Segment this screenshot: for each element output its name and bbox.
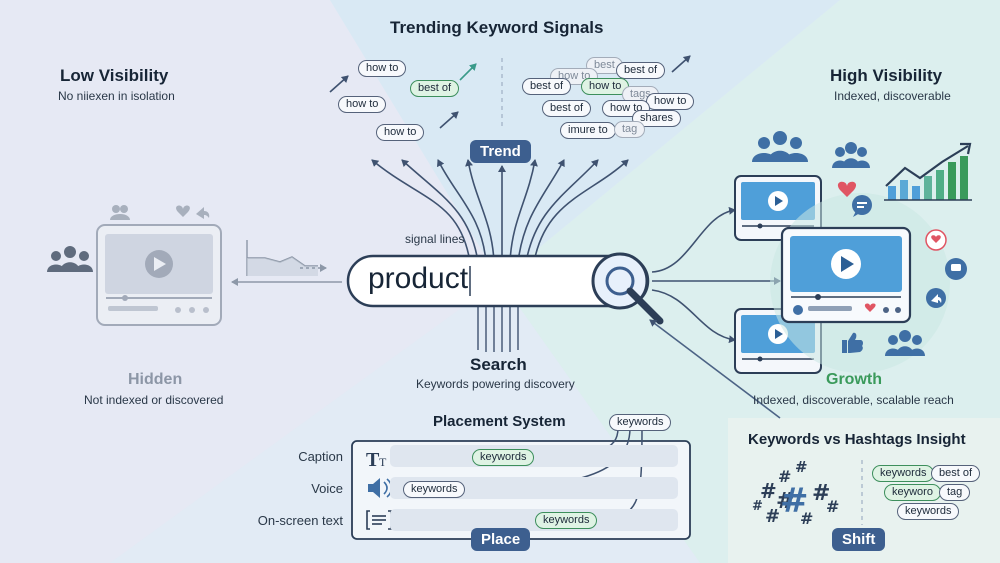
- svg-text:#: #: [760, 479, 777, 503]
- svg-text:#: #: [795, 458, 808, 476]
- caption-row: [390, 445, 678, 467]
- svg-text:T: T: [366, 449, 380, 471]
- svg-text:#: #: [778, 467, 791, 486]
- trend-pill: how to: [376, 124, 425, 141]
- audience-icon-left: [47, 246, 93, 272]
- trend-pill: how to: [581, 78, 630, 95]
- trend-arrows: [329, 55, 691, 129]
- caption-keyword-pill: keywords: [472, 449, 535, 466]
- insight-pill: keywords: [872, 465, 935, 482]
- svg-text:#: #: [780, 481, 809, 521]
- comment-badge-right: [945, 258, 967, 280]
- trend-pill: best of: [410, 80, 460, 97]
- svg-text:#: #: [765, 506, 780, 527]
- insight-pill: tag: [939, 484, 971, 501]
- caption-icon: T T: [366, 449, 387, 471]
- heart-badge-right: [925, 229, 947, 251]
- placement-top-keyword-pill: keywords: [609, 414, 672, 431]
- share-badge-right: [926, 288, 946, 308]
- signal-lines: [371, 159, 629, 263]
- hidden-sublabel: Not indexed or discovered: [84, 393, 224, 407]
- voice-keyword-pill: keywords: [403, 481, 466, 498]
- trend-pill: how to: [338, 96, 387, 113]
- insight-title: Keywords vs Hashtags Insight: [748, 431, 966, 448]
- trend-pill: how to: [358, 60, 407, 77]
- hashtag-cluster: # # # # # # # # # #: [752, 458, 839, 528]
- trend-pill: best of: [542, 100, 592, 117]
- hidden-label: Hidden: [128, 371, 183, 388]
- hidden-icons: [110, 205, 210, 220]
- trend-pill: tag: [614, 121, 646, 138]
- svg-text:#: #: [812, 481, 830, 506]
- search-query-text[interactable]: product: [368, 262, 469, 295]
- caption-label: Caption: [298, 449, 343, 464]
- shift-badge: Shift: [832, 528, 886, 551]
- onscreen-text-row: [390, 509, 678, 531]
- hidden-mini-chart: [246, 240, 327, 276]
- hidden-video-card: [96, 224, 222, 326]
- place-badge: Place: [471, 528, 531, 551]
- trend-pill: shares: [632, 110, 682, 127]
- svg-text:#: #: [776, 489, 794, 514]
- growth-sublabel: Indexed, discoverable, scalable reach: [753, 393, 954, 407]
- page-title: Trending Keyword Signals: [390, 18, 604, 37]
- insight-pill: best of: [931, 465, 981, 482]
- audience-icon-mid: [832, 142, 870, 168]
- svg-text:#: #: [800, 509, 813, 528]
- heart-icon-top: [837, 181, 857, 197]
- voice-label: Voice: [311, 481, 343, 496]
- trend-pill: best of: [522, 78, 572, 95]
- growth-chart-icon: [884, 142, 972, 201]
- trend-pill: how to: [646, 93, 695, 110]
- svg-text:T: T: [379, 455, 387, 469]
- high-visibility-title: High Visibility: [830, 66, 943, 85]
- placement-title: Placement System: [433, 413, 566, 430]
- svg-text:#: #: [826, 497, 839, 516]
- green-trend-arrow: [459, 63, 477, 81]
- onscreen-text-label: On-screen text: [257, 513, 343, 528]
- trend-region: [330, 0, 840, 280]
- comment-icon-top: [852, 195, 872, 217]
- low-visibility-title: Low Visibility: [60, 66, 169, 85]
- trend-badge: Trend: [470, 140, 531, 163]
- search-title: Search: [470, 355, 527, 374]
- thumbs-up-icon: [842, 332, 863, 353]
- trend-pill: imure to: [560, 122, 616, 139]
- growth-label: Growth: [826, 371, 882, 388]
- share-icon: [196, 207, 210, 219]
- low-visibility-subtitle: No niiexen in isolation: [58, 89, 175, 103]
- growth-arrows: [649, 206, 781, 419]
- heart-icon: [176, 205, 190, 217]
- svg-text:#: #: [752, 499, 763, 514]
- signal-lines-label: signal lines: [405, 232, 465, 246]
- trend-pill: best of: [616, 62, 666, 79]
- high-visibility-subtitle: Indexed, discoverable: [834, 89, 951, 103]
- onscreen-keyword-pill: keywords: [535, 512, 598, 529]
- search-subtitle: Keywords powering discovery: [416, 377, 575, 391]
- insight-pill: keyworo: [884, 484, 941, 501]
- insight-pill: keywords: [897, 503, 960, 520]
- audience-icon-bottom: [885, 330, 925, 356]
- signal-lines-down: [477, 306, 519, 352]
- growth-video-card-main: [780, 226, 912, 324]
- magnifier-icon[interactable]: [591, 252, 664, 325]
- audience-icon-top: [752, 131, 808, 162]
